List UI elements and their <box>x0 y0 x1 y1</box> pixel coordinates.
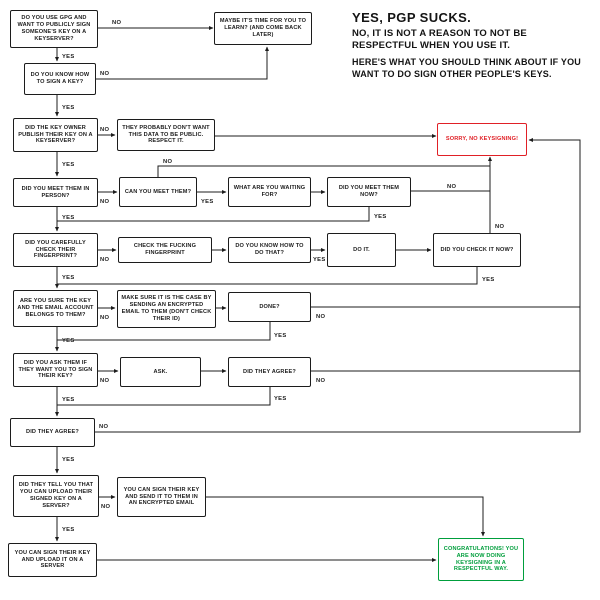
edge-label-sure-owner-yes: YES <box>62 338 75 344</box>
edge-met-now-yes <box>57 207 370 222</box>
edge-label-done-no: NO <box>316 314 325 320</box>
edge-label-checked-fp-yes: YES <box>62 275 75 281</box>
edge-label-met-now-no: NO <box>447 184 456 190</box>
edge-label-checked-fp-no: NO <box>100 257 109 263</box>
edge-label-upload-no: NO <box>101 504 110 510</box>
title-line-2: NO, IT IS NOT A REASON TO NOT BE RESPECT… <box>352 28 527 52</box>
edge-label-know-sign-yes: YES <box>62 105 75 111</box>
edge-label-asked-no: NO <box>100 378 109 384</box>
edge-label-met-now-yes: YES <box>374 214 387 220</box>
edge-label-know-how-yes: YES <box>313 257 326 263</box>
page-title: YES, PGP SUCKS. NO, IT IS NOT A REASON T… <box>352 10 590 80</box>
edge-label-know-sign-no: NO <box>100 71 109 77</box>
edge-label-can-meet-yes: YES <box>201 199 214 205</box>
edge-checked-now-yes <box>57 267 478 285</box>
edge-label-agree2-yes: YES <box>62 457 75 463</box>
edge-label-sure-owner-no: NO <box>100 315 109 321</box>
edge-label-upload-yes: YES <box>62 527 75 533</box>
edge-label-agree1-yes: YES <box>274 396 287 402</box>
title-line-3: HERE'S WHAT YOU SHOULD THINK ABOUT IF YO… <box>352 56 582 79</box>
edge-can-meet-no <box>157 165 490 177</box>
edge-label-agree2-no: NO <box>99 424 108 430</box>
title-line-1: YES, PGP SUCKS. <box>352 10 472 25</box>
edge-label-agree1-no: NO <box>316 378 325 384</box>
edge-label-published-no: NO <box>100 127 109 133</box>
edge-label-use-gpg-no: NO <box>112 20 121 26</box>
edge-label-can-meet-no: NO <box>163 159 172 165</box>
edge-label-asked-yes: YES <box>62 397 75 403</box>
edge-label-checked-now-yes: YES <box>482 277 495 283</box>
edge-email-to-congrats <box>206 496 485 537</box>
edge-label-checked-now-no: NO <box>495 224 504 230</box>
edge-label-done-yes: YES <box>274 333 287 339</box>
edge-label-published-yes: YES <box>62 162 75 168</box>
edge-label-met-person-no: NO <box>100 199 109 205</box>
edge-label-use-gpg-yes: YES <box>62 54 75 60</box>
edge-label-met-person-yes: YES <box>62 215 75 221</box>
edge-done-yes <box>57 322 271 341</box>
edge-agree1-yes <box>57 387 271 406</box>
edge-agree2-no <box>95 138 581 433</box>
edge-know-sign-no <box>96 46 269 80</box>
